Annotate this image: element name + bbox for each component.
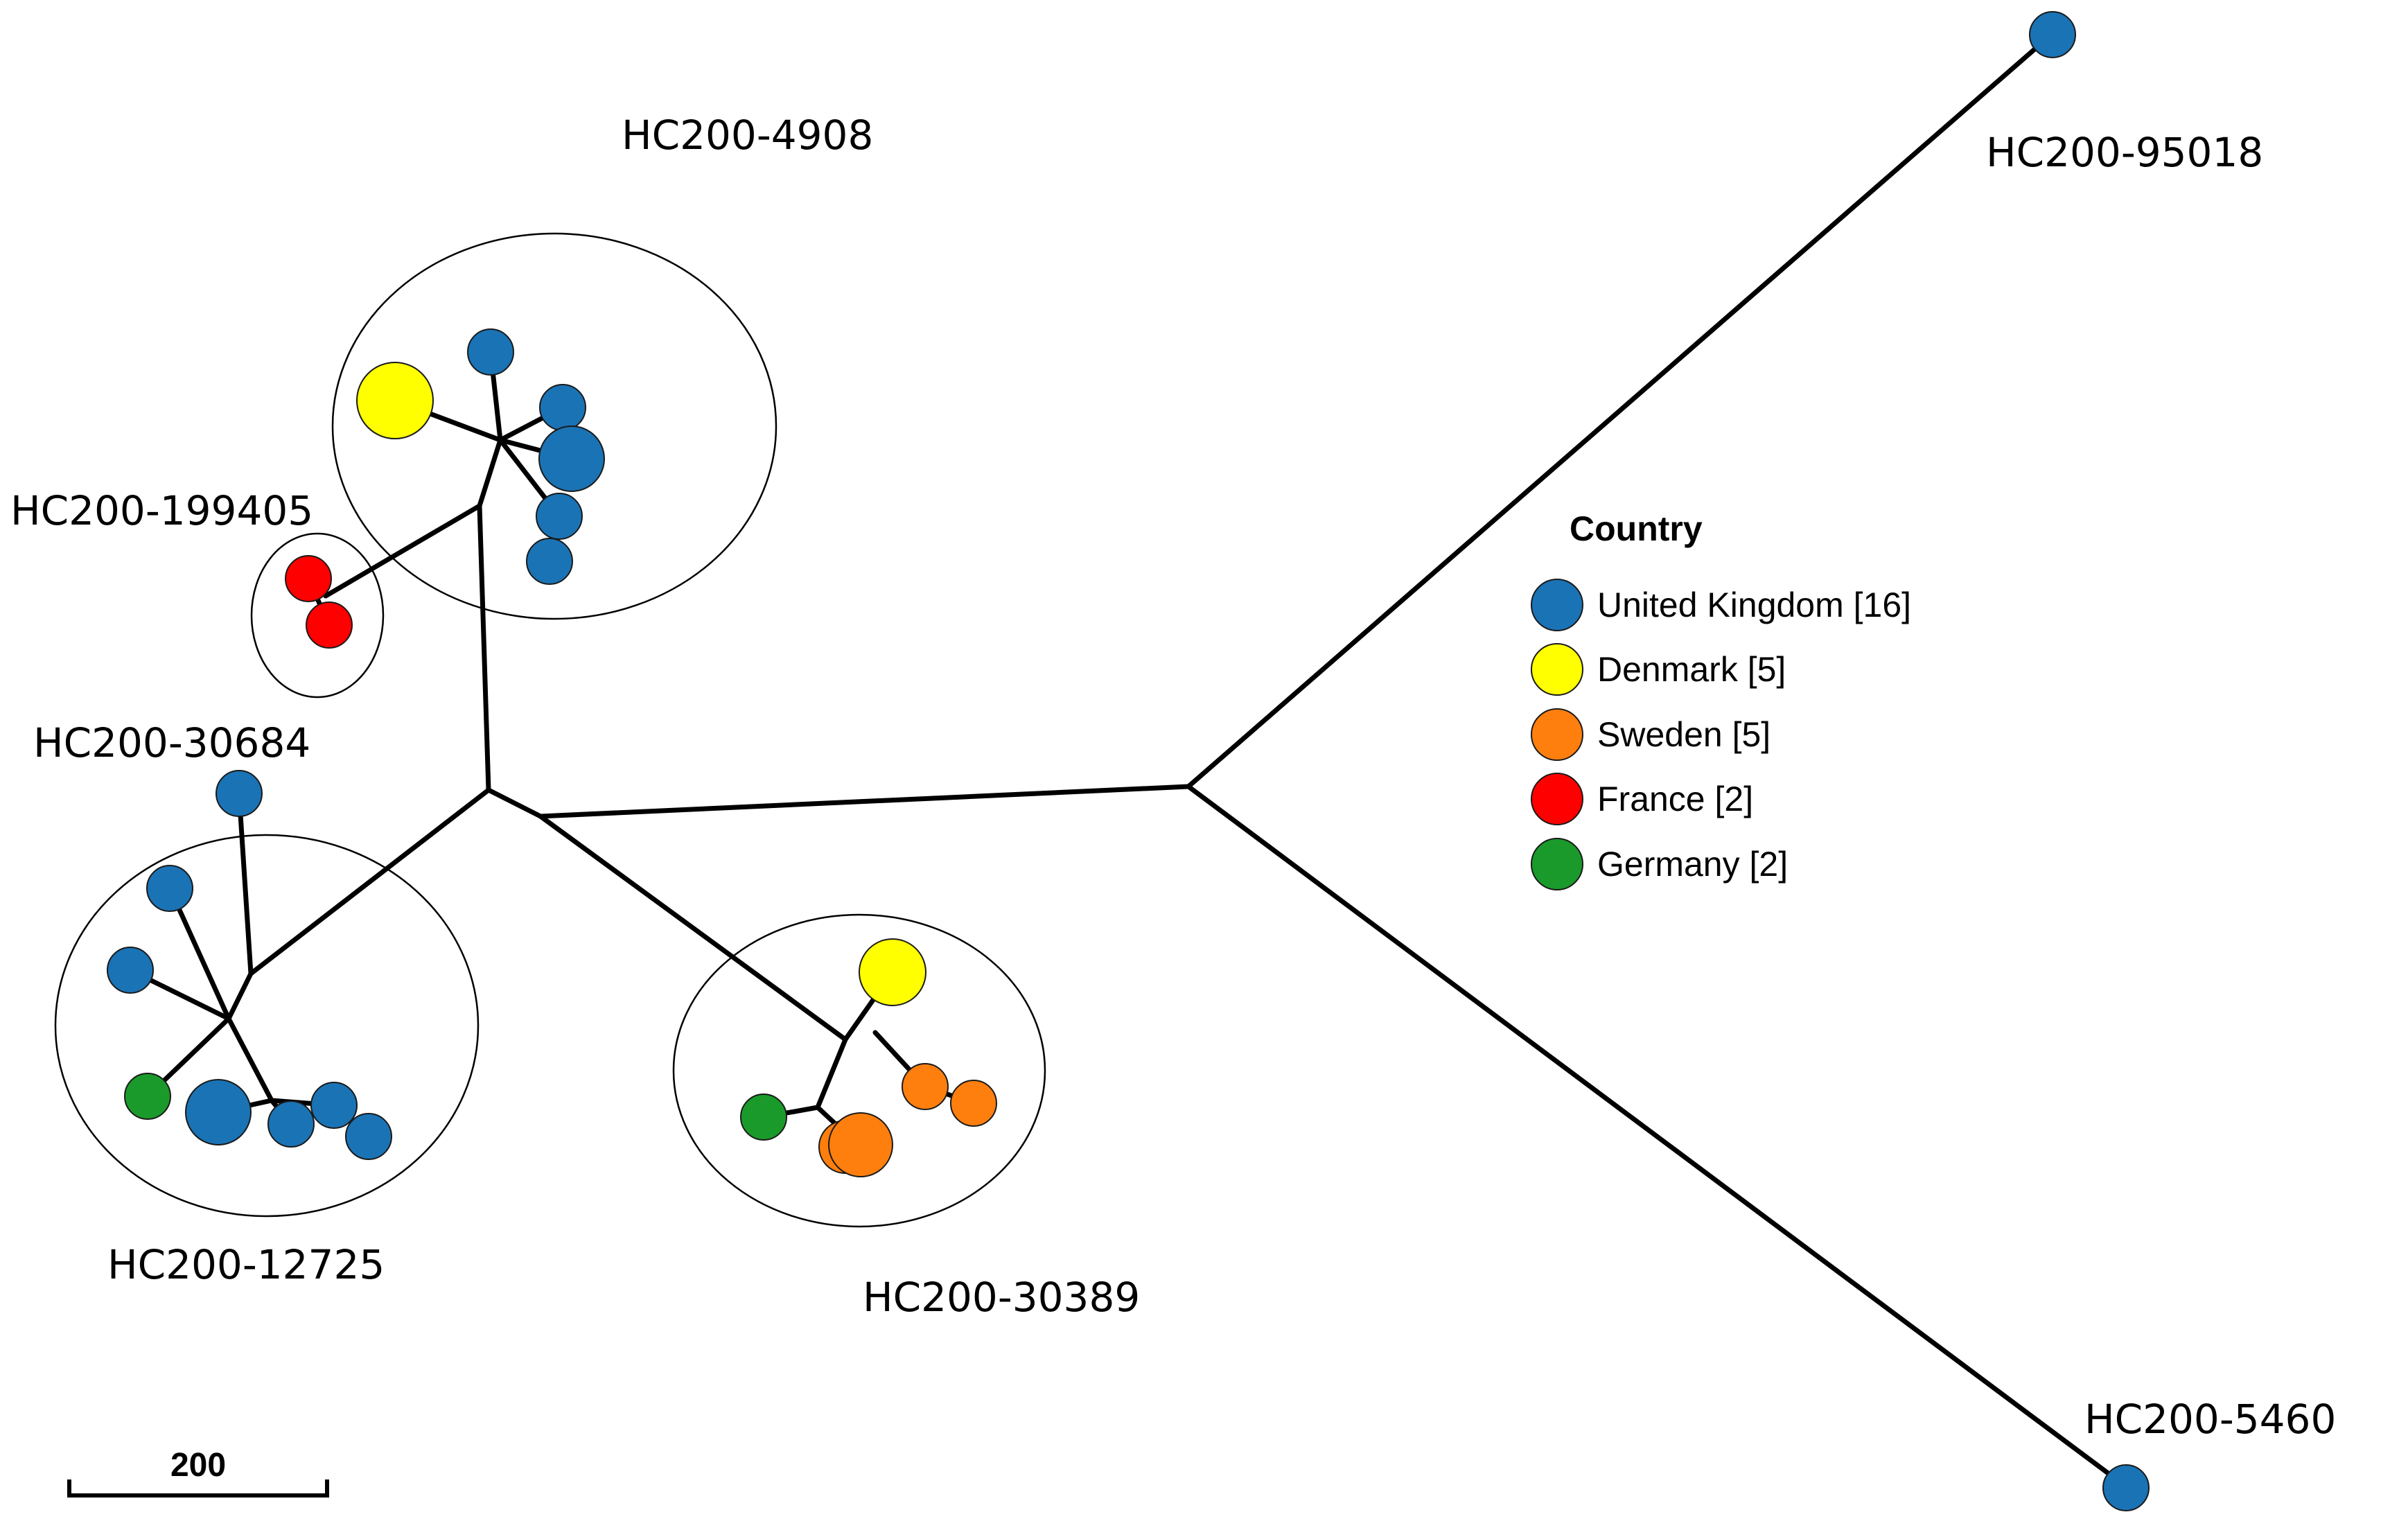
- edge-12725-to-node-a: [167, 886, 231, 1021]
- legend-label-germany: Germany [2]: [1597, 845, 1788, 884]
- node-france: [285, 555, 332, 602]
- cluster-ring-hc200-12725: [54, 834, 480, 1218]
- edge-root-to-4908-branch: [477, 503, 491, 793]
- cluster-labels: HC200-4908 HC200-199405 HC200-30684 HC20…: [10, 112, 2336, 1443]
- node-uk: [536, 493, 583, 540]
- node-germany: [124, 1073, 171, 1120]
- legend-swatch-france: [1531, 773, 1583, 825]
- legend-item-uk: United Kingdom [16]: [1531, 579, 1911, 631]
- node-uk: [345, 1113, 392, 1160]
- tree-edges: [128, 33, 2127, 1488]
- tree-nodes: [107, 11, 2150, 1511]
- legend-swatch-germany: [1531, 838, 1583, 890]
- edge-4908-branch-to-199405: [323, 503, 482, 599]
- edge-12725-lower-to-mid: [226, 1016, 274, 1103]
- label-hc200-30389: HC200-30389: [863, 1274, 1140, 1321]
- node-uk: [216, 770, 263, 817]
- node-uk: [2102, 1464, 2150, 1511]
- node-uk: [526, 538, 573, 585]
- node-sweden: [902, 1063, 949, 1110]
- edge-12725-to-30684: [236, 791, 254, 976]
- edge-root-to-hub: [486, 784, 1191, 819]
- legend-label-uk: United Kingdom [16]: [1597, 586, 1911, 624]
- legend: Country United Kingdom [16] Denmark [5] …: [1531, 509, 1911, 890]
- edge-hub-to-hc200-5460: [1186, 784, 2127, 1488]
- cluster-ring-hc200-30389: [672, 913, 1046, 1228]
- legend-swatch-uk: [1531, 579, 1583, 631]
- node-uk: [310, 1082, 358, 1129]
- label-hc200-199405: HC200-199405: [10, 487, 313, 534]
- edge-hub-to-hc200-95018: [1186, 33, 2053, 789]
- node-germany: [740, 1094, 787, 1141]
- label-hc200-95018: HC200-95018: [1986, 129, 2263, 176]
- legend-swatch-denmark: [1531, 643, 1583, 696]
- node-sweden: [828, 1112, 893, 1177]
- cluster-ring-hc200-199405: [250, 532, 385, 699]
- edge-root-to-12725: [248, 787, 491, 976]
- node-denmark: [859, 938, 926, 1006]
- legend-item-denmark: Denmark [5]: [1531, 643, 1786, 696]
- node-uk: [2029, 11, 2076, 58]
- label-hc200-30684: HC200-30684: [33, 719, 310, 766]
- scale-bar-line: [67, 1479, 329, 1498]
- edge-4908-branch-to-center: [477, 437, 503, 509]
- legend-swatch-sweden: [1531, 708, 1583, 761]
- node-sweden: [950, 1080, 997, 1127]
- node-uk: [538, 425, 605, 492]
- scale-bar-label: 200: [170, 1447, 226, 1484]
- scale-bar: 200: [67, 1447, 329, 1498]
- legend-title: Country: [1570, 509, 1703, 548]
- cluster-rings: [54, 232, 1046, 1228]
- edge-root-to-30389: [538, 814, 848, 1042]
- label-hc200-4908: HC200-4908: [622, 112, 873, 159]
- edge-30389-to-center: [815, 1037, 848, 1110]
- legend-label-sweden: Sweden [5]: [1597, 715, 1770, 754]
- node-uk: [107, 947, 154, 994]
- node-uk: [467, 328, 514, 376]
- legend-label-france: France [2]: [1597, 780, 1753, 818]
- cluster-ring-hc200-4908: [331, 232, 777, 620]
- node-france: [306, 601, 353, 649]
- edge-12725-upper-to-lower: [226, 971, 254, 1021]
- node-uk: [267, 1100, 315, 1148]
- node-uk: [539, 384, 586, 431]
- legend-item-france: France [2]: [1531, 773, 1753, 825]
- label-hc200-5460: HC200-5460: [2084, 1396, 2336, 1443]
- node-denmark: [356, 362, 434, 439]
- label-hc200-12725: HC200-12725: [107, 1241, 385, 1288]
- node-uk: [146, 865, 193, 912]
- legend-item-sweden: Sweden [5]: [1531, 708, 1770, 761]
- legend-item-germany: Germany [2]: [1531, 838, 1788, 890]
- legend-label-denmark: Denmark [5]: [1597, 650, 1786, 689]
- node-uk: [185, 1079, 252, 1145]
